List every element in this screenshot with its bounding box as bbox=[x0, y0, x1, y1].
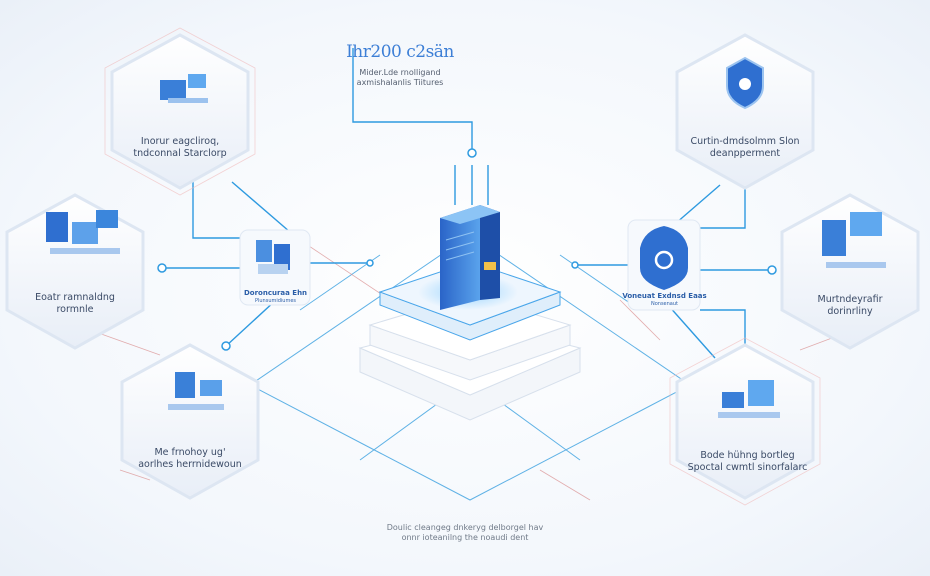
right-hub-shield bbox=[627, 219, 701, 311]
node-bottom-left-label: Me frnohoy ug'aorlhes herrnidewoun bbox=[130, 447, 250, 471]
node-line: rormnle bbox=[56, 304, 94, 315]
diagram-subtitle: Mider.Lde rnolligand axmishalanlis Tiitu… bbox=[330, 68, 470, 88]
node-line: Spoctal cwmtl sinorfalarc bbox=[687, 462, 808, 473]
monitor-desk-icon bbox=[822, 212, 886, 268]
node-line: Eoatr ramnaldng bbox=[35, 292, 115, 303]
node-line: deanpperment bbox=[709, 148, 781, 159]
subtitle-line2: axmishalanlis Tiitures bbox=[356, 78, 444, 87]
laptop-desk-icon bbox=[718, 380, 780, 418]
footer-line1: Doulic cleangeg dnkeryg delborgel hav bbox=[386, 523, 544, 532]
node-line: dorinrliny bbox=[827, 306, 873, 317]
central-server bbox=[358, 205, 582, 421]
node-line: Curtin-dmdsolmm Slon bbox=[690, 136, 800, 147]
connectors bbox=[162, 48, 772, 380]
diagram-title: Ihr200 c2sän bbox=[346, 42, 454, 62]
left-hub bbox=[239, 229, 311, 306]
hub-line: Doroncuraa Ehn bbox=[243, 289, 308, 297]
workstation-icon bbox=[160, 74, 208, 103]
hub-line: Voneuat Exdnsd Eaas bbox=[622, 292, 707, 300]
hexagon-outlines bbox=[104, 27, 821, 506]
shield-icon bbox=[726, 56, 764, 110]
office-desk-icon bbox=[168, 372, 224, 410]
node-line: aorlhes herrnidewoun bbox=[138, 459, 242, 470]
node-top-left-label: Inorur eagcliroq,tndconnal Starclorp bbox=[120, 136, 240, 160]
hub-line: Plunsumidiumes bbox=[254, 298, 297, 304]
hub-line: Nonsenaut bbox=[650, 301, 678, 307]
node-line: Inorur eagcliroq, bbox=[140, 136, 220, 147]
subtitle-line1: Mider.Lde rnolligand bbox=[359, 68, 441, 77]
connector-dots bbox=[157, 148, 777, 351]
node-line: tndconnal Starclorp bbox=[133, 148, 227, 159]
footer-line2: onnr ioteanilng the noaudi dent bbox=[401, 533, 529, 542]
footer-caption: Doulic cleangeg dnkeryg delborgel hav on… bbox=[370, 523, 560, 543]
server-rack-icon bbox=[46, 210, 120, 254]
hexagons bbox=[5, 33, 920, 500]
node-line: Murtndeyrafir bbox=[817, 294, 883, 305]
node-line: Bode hühng bortleg bbox=[700, 450, 795, 461]
node-line: Me frnohoy ug' bbox=[154, 447, 226, 458]
